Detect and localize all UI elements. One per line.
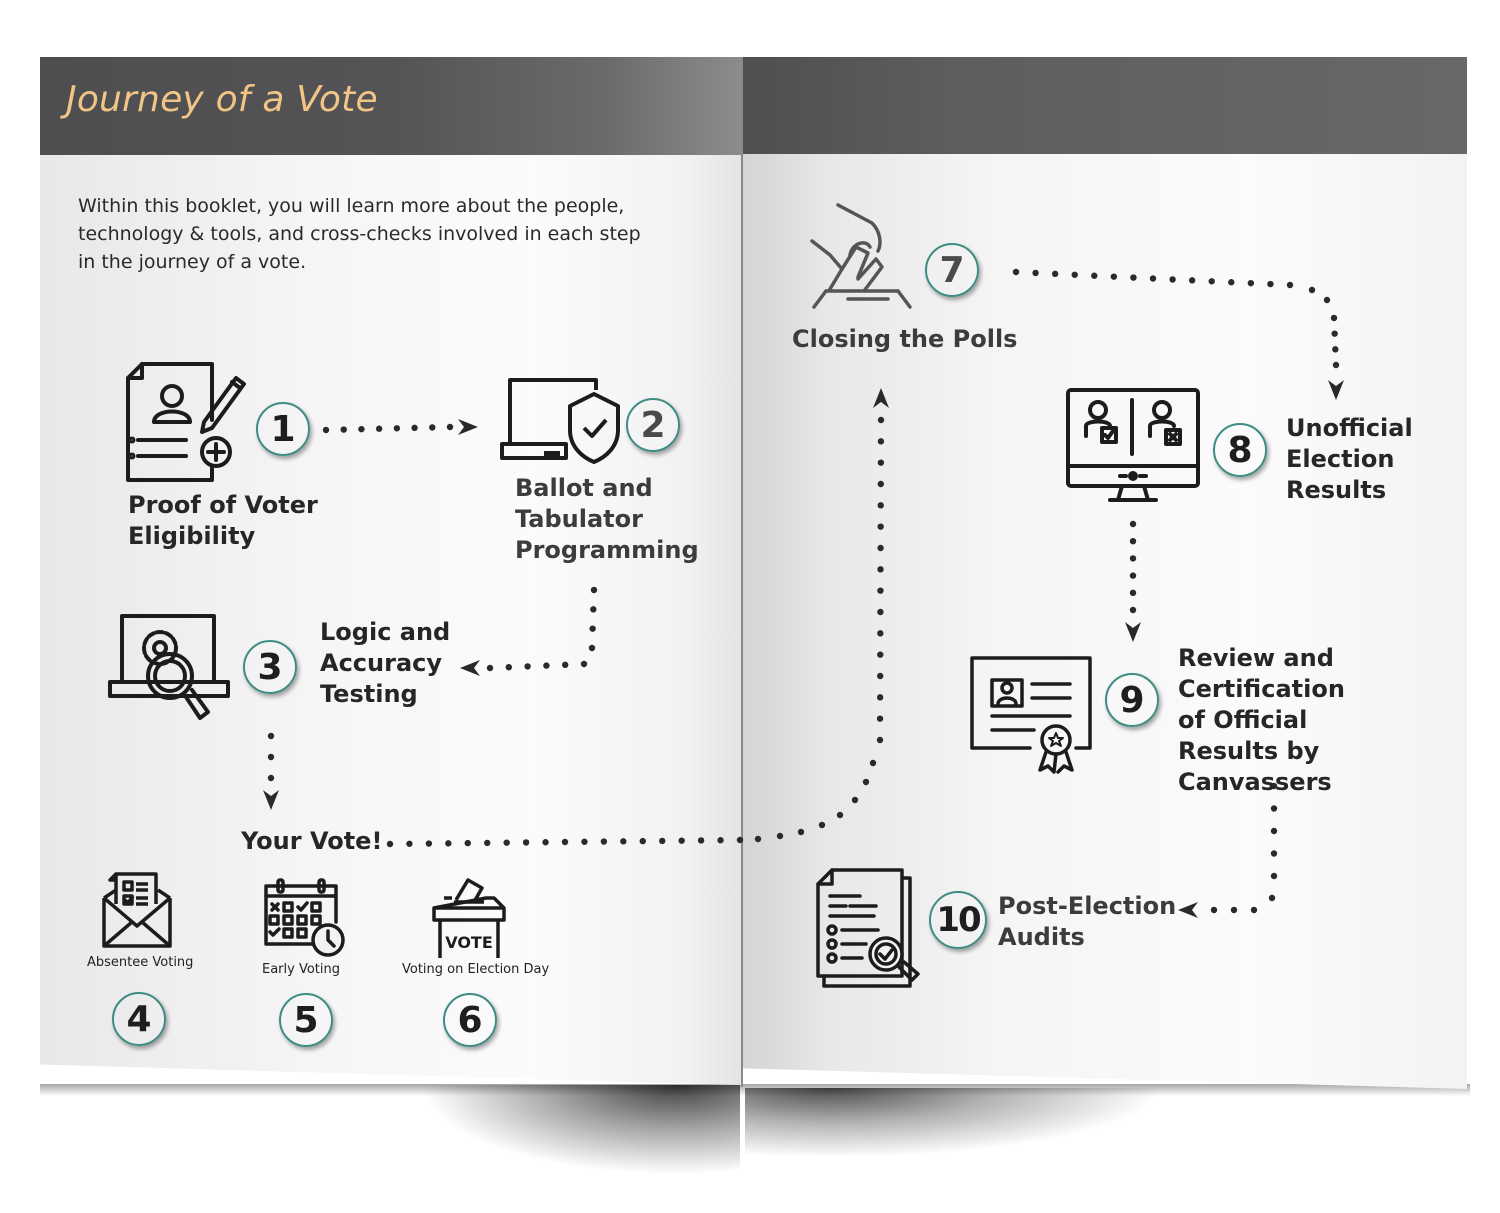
step-5-badge: 5 xyxy=(279,993,333,1047)
hand-ballot-box-icon xyxy=(808,203,923,317)
monitor-candidates-icon xyxy=(1066,388,1201,512)
step-7-badge: 7 xyxy=(925,243,979,297)
page-shadow-left xyxy=(420,1085,740,1175)
calendar-clock-icon xyxy=(262,878,347,962)
intro-text: Within this booklet, you will learn more… xyxy=(78,195,641,273)
step-9-label: Review and Certification of Official Res… xyxy=(1178,644,1345,796)
documents-magnifier-icon xyxy=(814,868,924,992)
left-page: Journey of a Vote Within this booklet, y… xyxy=(40,57,743,1085)
step-8-badge: 8 xyxy=(1213,423,1267,477)
step-3-label: Logic and Accuracy Testing xyxy=(320,618,451,708)
step-10-badge: 10 xyxy=(929,891,987,949)
step-7-label: Closing the Polls xyxy=(792,325,1018,353)
step-6-label: Voting on Election Day xyxy=(402,962,550,977)
step-4-label: Absentee Voting xyxy=(87,955,194,970)
document-person-pencil-icon xyxy=(124,360,249,489)
envelope-ballot-icon xyxy=(102,870,172,954)
step-5-label: Early Voting xyxy=(262,962,340,977)
step-2-badge: 2 xyxy=(626,398,680,452)
page-header: Journey of a Vote xyxy=(40,57,743,155)
step-1-badge: 1 xyxy=(256,402,310,456)
step-1-label: Proof of Voter Eligibility xyxy=(128,491,318,550)
step-4-badge: 4 xyxy=(112,992,166,1046)
your-vote-label: Your Vote! xyxy=(241,827,383,855)
step-9-badge: 9 xyxy=(1105,673,1159,727)
step-2-label: Ballot and Tabulator Programming xyxy=(515,474,699,564)
step-6-badge: 6 xyxy=(443,993,497,1047)
step-10-label: Post-Election Audits xyxy=(998,892,1177,951)
page-title: Journey of a Vote xyxy=(66,79,378,120)
laptop-shield-icon xyxy=(500,378,625,472)
certificate-icon xyxy=(970,656,1095,780)
ballot-box-icon: VOTE xyxy=(430,878,510,964)
step-8-label: Unofficial Election Results xyxy=(1286,414,1413,504)
laptop-gear-magnifier-icon xyxy=(108,612,233,736)
page-shadow-right xyxy=(745,1088,1165,1158)
page-header-right xyxy=(743,57,1467,154)
booklet-spine xyxy=(741,57,743,1087)
step-3-badge: 3 xyxy=(243,640,297,694)
ballot-box-text: VOTE xyxy=(445,933,493,952)
